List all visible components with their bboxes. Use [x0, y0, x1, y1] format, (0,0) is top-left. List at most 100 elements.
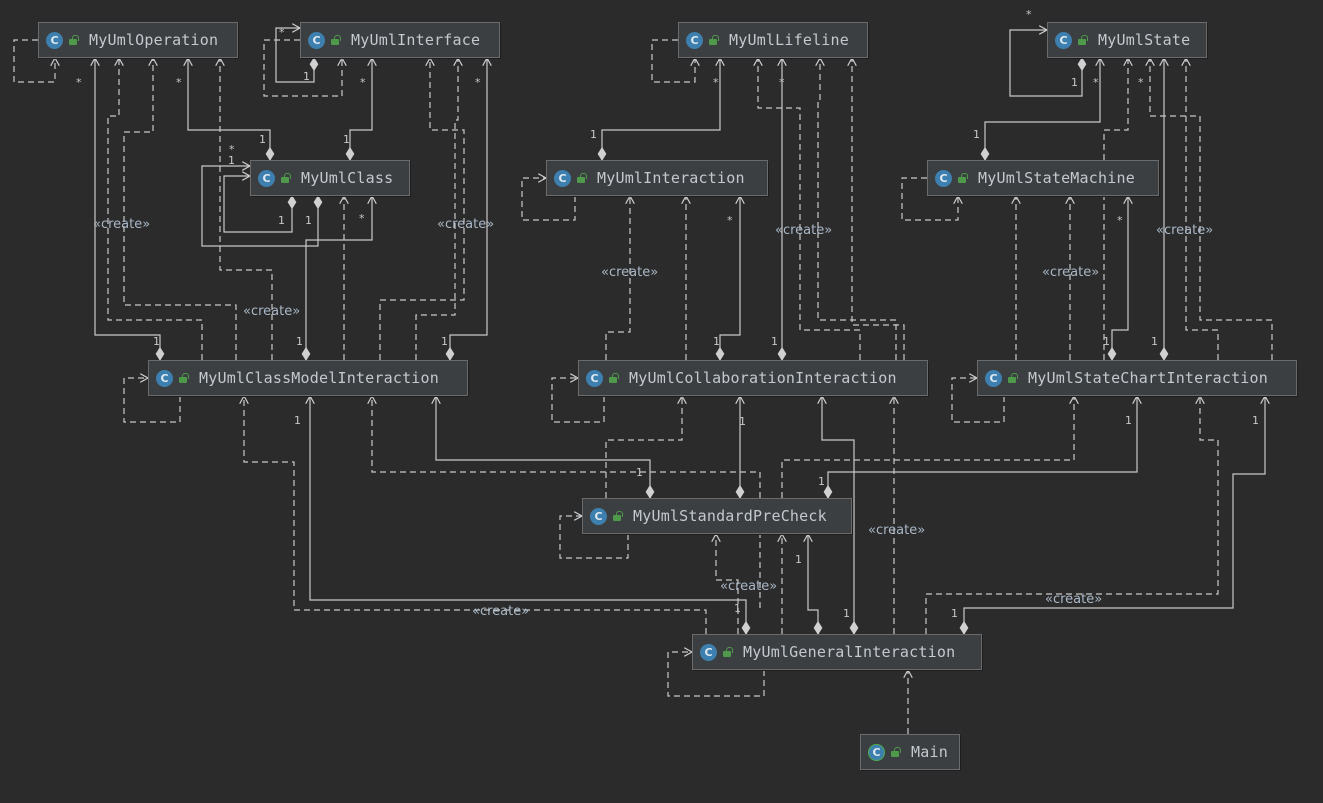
class-node-myumloperation[interactable]: C MyUmlOperation: [38, 22, 238, 58]
multiplicity-many: *: [360, 76, 366, 89]
class-name: MyUmlCollaborationInteraction: [629, 369, 897, 387]
dependency-edge: [107, 58, 203, 360]
composition-edge: [808, 534, 818, 634]
multiplicity-one: 1: [1252, 414, 1259, 427]
multiplicity-many: *: [713, 76, 719, 89]
dependency-edge: [123, 58, 237, 360]
class-node-myumlinterface[interactable]: C MyUmlInterface: [300, 22, 500, 58]
dependency-edge: [372, 396, 761, 608]
public-lock-icon: [1077, 34, 1088, 46]
public-lock-icon: [957, 172, 968, 184]
public-lock-icon: [722, 646, 733, 658]
multiplicity-many: *: [229, 143, 235, 156]
class-icon: C: [686, 31, 703, 49]
create-label: «create»: [1156, 223, 1213, 238]
multiplicity-many: *: [176, 76, 182, 89]
multiplicity-one: 1: [590, 128, 597, 141]
composition-edge: [602, 58, 720, 160]
dependency-edge: [667, 652, 765, 697]
composition-edge: [964, 396, 1265, 634]
multiplicity-one: 1: [739, 415, 746, 428]
class-icon: C: [308, 31, 325, 49]
composition-edge: [275, 28, 314, 83]
public-lock-icon: [330, 34, 341, 46]
create-label: «create»: [1045, 592, 1102, 607]
dependency-edge: [415, 58, 458, 360]
class-name: MyUmlStateMachine: [978, 169, 1135, 187]
dependency-edge: [123, 378, 181, 423]
class-name: MyUmlClass: [301, 169, 394, 187]
class-node-myumlstandardprecheck[interactable]: C MyUmlStandardPreCheck: [582, 498, 852, 534]
multiplicity-one: 1: [1103, 335, 1110, 348]
dependency-edge: [605, 396, 682, 498]
class-node-myumlstatemachine[interactable]: C MyUmlStateMachine: [927, 160, 1159, 196]
multiplicity-one: 1: [1125, 414, 1132, 427]
class-node-myumlstatechartinteraction[interactable]: C MyUmlStateChartInteraction: [977, 360, 1297, 396]
class-icon: C: [935, 169, 952, 187]
composition-edge: [985, 58, 1100, 160]
composition-edges: [95, 28, 1265, 634]
class-name: MyUmlInterface: [351, 31, 481, 49]
multiplicity-one: 1: [818, 475, 825, 488]
composition-edge: [201, 166, 318, 247]
multiplicity-one: 1: [303, 70, 310, 83]
multiplicity-many: *: [1117, 214, 1123, 227]
public-lock-icon: [612, 510, 623, 522]
class-node-myumlclassmodelinteraction[interactable]: C MyUmlClassModelInteraction: [148, 360, 468, 396]
multiplicity-one: 1: [441, 335, 448, 348]
create-label: «create»: [720, 579, 777, 594]
multiplicity-many: *: [475, 76, 481, 89]
multiplicity-one: 1: [296, 335, 303, 348]
create-label: «create»: [868, 523, 925, 538]
class-node-myumlcollaborationinteraction[interactable]: C MyUmlCollaborationInteraction: [578, 360, 928, 396]
class-node-myumlstate[interactable]: C MyUmlState: [1047, 22, 1207, 58]
class-name: Main: [911, 743, 948, 761]
class-node-myumlclass[interactable]: C MyUmlClass: [250, 160, 410, 196]
composition-edge: [720, 196, 740, 360]
public-lock-icon: [890, 746, 901, 758]
dependency-edge: [951, 378, 1005, 423]
dependency-edge: [244, 396, 707, 634]
dependency-edge: [781, 396, 1074, 498]
dependency-edge: [925, 396, 1219, 634]
multiplicity-one: 1: [1151, 335, 1158, 348]
dependency-edge: [852, 58, 905, 360]
class-icon: C: [156, 369, 173, 387]
multiplicity-one: 1: [951, 607, 958, 620]
create-label: «create»: [1042, 265, 1099, 280]
multiplicity-many: *: [1138, 76, 1144, 89]
multiplicity-one: 1: [259, 133, 266, 146]
create-label: «create»: [243, 304, 300, 319]
class-node-myumlinteraction[interactable]: C MyUmlInteraction: [546, 160, 768, 196]
create-label: «create»: [93, 217, 150, 232]
dependency-edge: [220, 58, 273, 360]
multiplicity-one: 1: [843, 607, 850, 620]
composition-edge: [450, 58, 487, 360]
class-node-main[interactable]: C Main: [860, 734, 960, 770]
public-lock-icon: [708, 34, 719, 46]
dependency-edge: [818, 58, 897, 360]
dependency-edge: [901, 177, 958, 221]
class-icon: C: [258, 169, 275, 187]
multiplicity-one: 1: [278, 214, 285, 227]
create-label: «create»: [601, 265, 658, 280]
class-name: MyUmlInteraction: [597, 169, 745, 187]
multiplicity-one: 1: [1071, 76, 1078, 89]
dependency-edge: [551, 378, 605, 423]
class-node-myumlgeneralinteraction[interactable]: C MyUmlGeneralInteraction: [692, 634, 982, 670]
multiplicity-one: 1: [228, 154, 235, 167]
dependency-edge: [1186, 58, 1219, 360]
public-lock-icon: [576, 172, 587, 184]
create-label: «create»: [775, 223, 832, 238]
dependency-edge: [521, 178, 576, 221]
class-node-myumllifeline[interactable]: C MyUmlLifeline: [678, 22, 868, 58]
multiplicity-many: *: [1026, 8, 1032, 21]
create-label: «create»: [437, 217, 494, 232]
dependency-edge: [559, 516, 629, 559]
dependency-edge: [379, 58, 465, 360]
multiplicity-many: *: [1093, 76, 1099, 89]
multiplicity-one: 1: [771, 335, 778, 348]
multiplicity-labels: * * * * * 1 * 1 1 1 1 1 * 1 1 1 * * 1 * …: [76, 8, 1259, 620]
composition-edge: [436, 396, 650, 498]
